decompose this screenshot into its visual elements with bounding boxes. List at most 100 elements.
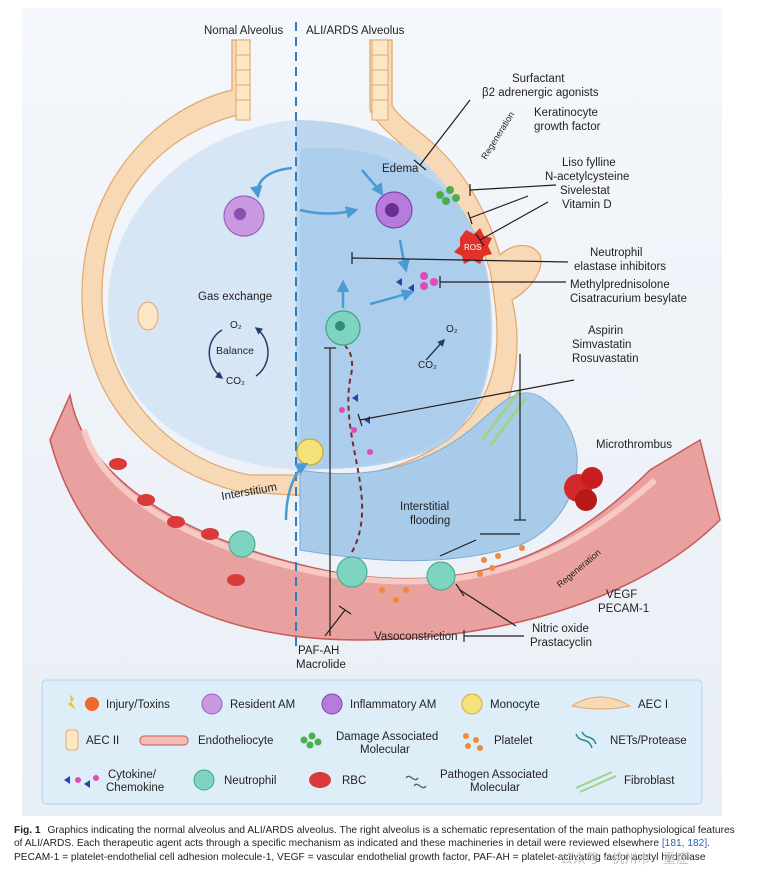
legend-pamp-icon bbox=[405, 775, 427, 789]
label-liso: Liso fylline bbox=[562, 157, 616, 169]
label-edema: Edema bbox=[382, 163, 419, 175]
edema-fluid bbox=[300, 147, 491, 469]
legend-injury-icon bbox=[68, 694, 99, 711]
legend-resident-icon bbox=[201, 693, 223, 715]
label-microthrombus: Microthrombus bbox=[596, 439, 672, 451]
label-macrolide: Macrolide bbox=[296, 659, 346, 671]
label-balance: Balance bbox=[216, 345, 254, 357]
aec2-icon bbox=[137, 301, 159, 331]
arrow-am-right bbox=[299, 206, 359, 219]
arrow-injury bbox=[361, 169, 384, 197]
legend-inflam-icon bbox=[321, 693, 343, 715]
cytokine-dots bbox=[339, 272, 438, 455]
label-co2: CO₂ bbox=[226, 376, 245, 387]
legend-nets: NETs/Protease bbox=[610, 735, 687, 747]
legend-neutrophil: Neutrophil bbox=[224, 775, 276, 787]
neutrophil-migration-path bbox=[344, 345, 364, 553]
label-if1: Interstitial bbox=[400, 501, 449, 513]
legend-pamp1: Pathogen Associated bbox=[440, 769, 548, 781]
legend-rbc: RBC bbox=[342, 775, 366, 787]
label-vegf: VEGF bbox=[606, 589, 637, 601]
neutrophil-icon-alveolus bbox=[325, 310, 361, 346]
legend-monocyte-icon bbox=[461, 693, 483, 715]
label-o2b: O₂ bbox=[446, 324, 458, 335]
legend-aec1: AEC I bbox=[638, 699, 668, 711]
label-mp: Methylprednisolone bbox=[570, 279, 670, 291]
label-no: Nitric oxide bbox=[532, 623, 589, 635]
label-if2: flooding bbox=[410, 515, 450, 527]
ros-badge: ROS bbox=[454, 228, 492, 264]
neutrophil-icon-vessel bbox=[228, 530, 456, 591]
svg-text:ROS: ROS bbox=[464, 243, 481, 252]
label-cis: Cisatracurium besylate bbox=[570, 293, 687, 305]
legend-aec1-icon bbox=[570, 696, 632, 710]
legend-monocyte: Monocyte bbox=[490, 699, 540, 711]
label-gas: Gas exchange bbox=[198, 291, 272, 303]
resident-am-icon bbox=[223, 195, 265, 237]
legend-pamp2: Molecular bbox=[470, 782, 520, 794]
caption-fig-number: Fig. 1 bbox=[14, 825, 41, 836]
legend-rbc-icon bbox=[309, 772, 331, 788]
legend-aec2-icon bbox=[65, 729, 79, 751]
label-o2: O₂ bbox=[230, 320, 242, 331]
inflammatory-am-icon bbox=[375, 191, 413, 229]
watermark: 公众号 · 杭州市 · 重症 bbox=[560, 852, 689, 867]
label-kgf2: growth factor bbox=[534, 121, 601, 133]
label-ne1: Neutrophil bbox=[590, 247, 642, 259]
microthrombus-icon bbox=[564, 467, 603, 511]
platelet-cluster bbox=[379, 545, 525, 603]
label-ne2: elastase inhibitors bbox=[574, 261, 666, 273]
caption-text: Graphics indicating the normal alveolus … bbox=[14, 825, 735, 850]
rbc-cells bbox=[109, 458, 245, 586]
blood-vessel bbox=[49, 392, 721, 641]
legend-platelet-icon bbox=[463, 733, 483, 751]
legend-aec2: AEC II bbox=[86, 735, 119, 747]
label-prasta: Prastacyclin bbox=[530, 637, 592, 649]
label-b2: β2 adrenergic agonists bbox=[482, 87, 599, 99]
legend-damp-icon bbox=[300, 732, 322, 749]
legend-endo: Endotheliocyte bbox=[198, 735, 273, 747]
legend-cytokine-icon bbox=[64, 775, 99, 788]
label-aspirin: Aspirin bbox=[588, 325, 623, 337]
header-ards: ALI/ARDS Alveolus bbox=[306, 25, 405, 37]
label-vaso: Vasoconstriction bbox=[374, 631, 458, 643]
label-vitd: Vitamin D bbox=[562, 199, 612, 211]
legend-endo-icon bbox=[139, 735, 189, 746]
arrow-am-left bbox=[250, 166, 293, 199]
aec-column-left bbox=[235, 39, 251, 121]
label-pecam: PECAM-1 bbox=[598, 603, 649, 615]
legend-fibroblast: Fibroblast bbox=[624, 775, 675, 787]
label-nac: N-acetylcysteine bbox=[545, 171, 629, 183]
arrow-to-cytokine bbox=[397, 239, 410, 273]
caption-refs[interactable]: [181, 182] bbox=[661, 838, 708, 850]
legend-inflam: Inflammatory AM bbox=[350, 699, 436, 711]
label-surfactant: Surfactant bbox=[512, 73, 565, 85]
balance-arrow-left bbox=[208, 329, 224, 379]
damp-dots bbox=[436, 186, 460, 205]
label-co2b: CO₂ bbox=[418, 360, 437, 371]
label-simva: Simvastatin bbox=[572, 339, 631, 351]
legend-cyto1: Cytokine/ bbox=[108, 769, 157, 781]
label-sivelestat: Sivelestat bbox=[560, 185, 611, 197]
label-rosuva: Rosuvastatin bbox=[572, 353, 638, 365]
arrow-monocyte-up bbox=[284, 462, 309, 521]
legend-fibroblast-icon bbox=[575, 771, 617, 793]
legend-damp2: Molecular bbox=[360, 744, 410, 756]
legend-nets-icon bbox=[575, 731, 597, 749]
legend-platelet: Platelet bbox=[494, 735, 533, 747]
interstitial-flooding bbox=[299, 392, 578, 562]
alveolar-wall bbox=[81, 39, 542, 499]
legend-cyto2: Chemokine bbox=[106, 782, 164, 794]
aec-column-right bbox=[371, 39, 389, 121]
label-kgf1: Keratinocyte bbox=[534, 107, 598, 119]
inhibitor-lines bbox=[324, 99, 575, 642]
caption-text-2: . PECAM-1 = platelet-endothelial cell ad… bbox=[14, 838, 711, 863]
arrow-to-edema bbox=[369, 289, 415, 306]
balance-arrow-right bbox=[254, 327, 269, 377]
monocyte-icon bbox=[296, 438, 324, 466]
legend-neutrophil-icon bbox=[193, 769, 215, 791]
label-pafah: PAF-AH bbox=[298, 645, 339, 657]
legend-damp1: Damage Associated bbox=[336, 731, 438, 743]
legend-injury: Injury/Toxins bbox=[106, 699, 170, 711]
